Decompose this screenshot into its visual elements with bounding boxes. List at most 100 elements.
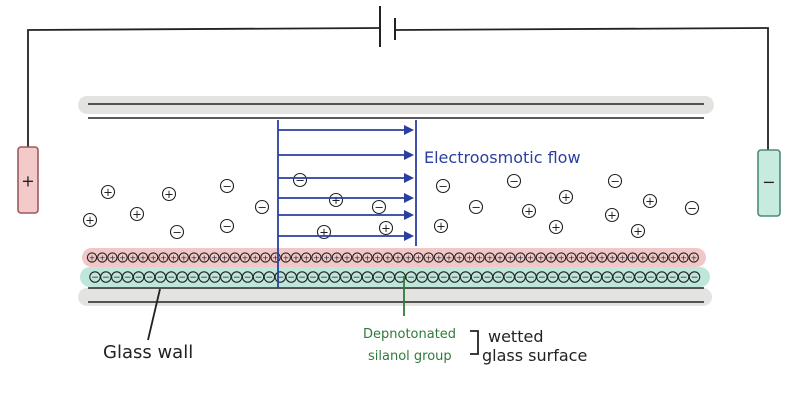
pointer-lines [147, 276, 479, 355]
positive-counterion: + [607, 252, 618, 263]
svg-text:+: + [132, 207, 142, 221]
deprotonated-silanol: − [318, 271, 330, 283]
svg-text:+: + [119, 254, 126, 263]
svg-text:−: − [471, 200, 481, 214]
deprotonated-silanol: − [470, 271, 483, 283]
positive-counterion: + [627, 252, 638, 263]
svg-text:−: − [473, 273, 481, 283]
svg-text:+: + [599, 254, 606, 263]
positive-counterion: + [484, 252, 495, 263]
svg-text:+: + [497, 254, 504, 263]
deprotonated-silanol: − [296, 271, 308, 283]
deprotonated-silanol: − [492, 271, 505, 283]
free-anion: − [607, 173, 623, 189]
positive-counterion: + [556, 252, 567, 263]
svg-text:−: − [610, 174, 620, 188]
positive-counterion: + [413, 252, 424, 263]
svg-text:+: + [262, 254, 269, 263]
svg-text:+: + [140, 254, 147, 263]
flow-arrow [278, 125, 414, 135]
svg-text:+: + [588, 254, 595, 263]
flow-arrow [278, 193, 414, 203]
positive-counterion: + [494, 252, 506, 263]
positive-counterion: + [576, 252, 587, 263]
svg-text:+: + [633, 224, 643, 238]
deprotonated-silanol: − [372, 271, 385, 283]
svg-text:−: − [331, 273, 339, 283]
svg-text:−: − [636, 273, 644, 283]
svg-text:+: + [221, 254, 228, 263]
svg-text:+: + [333, 254, 340, 263]
deprotonated-silanol: − [154, 271, 167, 283]
deprotonated-silanol: − [209, 271, 221, 283]
deprotonated-silanol: − [329, 271, 341, 283]
svg-text:−: − [603, 273, 611, 283]
svg-text:−: − [396, 273, 404, 283]
svg-text:+: + [680, 254, 687, 263]
svg-text:+: + [384, 254, 391, 263]
svg-text:+: + [109, 254, 116, 263]
svg-text:−: − [295, 173, 305, 187]
positive-counterion-row: ++++++++++++++++++++++++++++++++++++++++… [86, 252, 699, 263]
svg-text:+: + [537, 254, 544, 263]
positive-counterion: + [321, 252, 332, 263]
svg-text:+: + [405, 254, 412, 263]
deprotonated-silanol: − [448, 271, 461, 283]
free-anion: − [292, 172, 308, 188]
positive-counterion: + [382, 252, 393, 263]
deprotonated-silanol: − [536, 271, 548, 283]
deprotonated-label-line2: silanol group [368, 349, 452, 364]
svg-text:−: − [233, 273, 241, 283]
deprotonated-silanol: − [688, 271, 701, 283]
svg-text:+: + [170, 254, 177, 263]
positive-counterion: + [199, 252, 210, 263]
svg-text:+: + [103, 185, 113, 199]
svg-text:−: − [429, 273, 437, 283]
cathode-sign: − [762, 173, 775, 192]
deprotonated-silanol: − [100, 271, 112, 283]
svg-text:+: + [160, 254, 167, 263]
svg-text:−: − [505, 273, 513, 283]
free-anion: − [169, 224, 185, 240]
svg-text:−: − [353, 273, 361, 283]
deprotonated-silanol: − [557, 271, 570, 283]
deprotonated-silanol: − [285, 271, 297, 283]
svg-text:+: + [252, 254, 259, 263]
svg-text:−: − [680, 273, 688, 283]
circuit-wire [27, 27, 769, 150]
free-cation: + [548, 219, 564, 235]
positive-counterion: + [331, 252, 342, 263]
svg-text:+: + [323, 254, 330, 263]
deprotonated-silanol: − [438, 271, 450, 283]
svg-text:−: − [222, 179, 232, 193]
deprotonated-silanol: − [634, 271, 646, 283]
svg-text:−: − [146, 273, 154, 283]
svg-text:−: − [200, 273, 208, 283]
free-cation: + [328, 192, 344, 208]
positive-counterion: + [617, 252, 628, 263]
svg-text:+: + [690, 254, 697, 263]
svg-text:−: − [385, 273, 393, 283]
positive-counterion: + [290, 252, 302, 263]
svg-text:−: − [172, 225, 182, 239]
svg-text:+: + [456, 254, 463, 263]
deprotonated-silanol: − [361, 271, 374, 283]
deprotonated-silanol: − [263, 271, 276, 283]
deprotonated-silanol: − [481, 271, 494, 283]
deprotonated-silanol: − [89, 271, 101, 283]
svg-text:−: − [309, 273, 317, 283]
svg-text:−: − [451, 273, 459, 283]
deprotonated-silanol: − [645, 271, 657, 283]
svg-text:−: − [287, 273, 295, 283]
svg-text:−: − [102, 273, 110, 283]
svg-text:+: + [191, 254, 198, 263]
free-cation: + [630, 223, 646, 239]
positive-counterion: + [535, 252, 546, 263]
positive-counterion: + [239, 252, 251, 263]
svg-text:+: + [561, 190, 571, 204]
svg-text:−: − [320, 273, 328, 283]
svg-text:+: + [272, 254, 279, 263]
positive-counterion: + [158, 252, 169, 263]
svg-text:+: + [639, 254, 646, 263]
